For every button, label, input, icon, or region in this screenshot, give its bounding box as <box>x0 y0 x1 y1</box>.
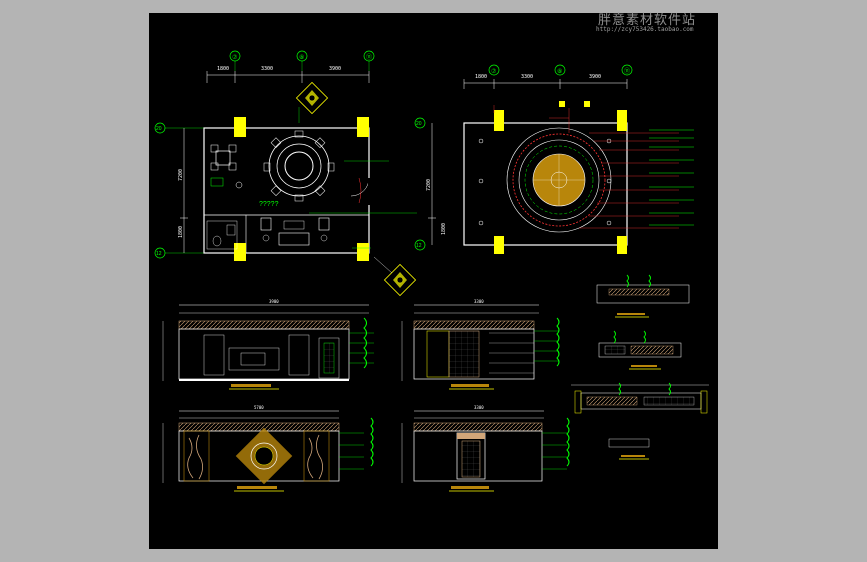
column <box>357 117 369 137</box>
elev-b-dim: 3300 <box>474 299 484 304</box>
ceiling-dim-2: 3300 <box>521 74 533 80</box>
elevation-d: 3300 <box>401 405 570 492</box>
elevation-b: 3300 <box>401 299 560 390</box>
watermark-title: 胖意素材软件站 <box>598 12 697 27</box>
floor-side-dim-1: 7200 <box>178 169 184 181</box>
ceiling-dim-3: 3900 <box>589 74 601 80</box>
ceiling-axis-3: ⑪ <box>624 67 630 75</box>
cad-drawing: 1800 3300 3900 ⑦ ⑧ ⑪ 20 12 7200 1800 <box>154 50 709 492</box>
elevation-c: 5700 <box>162 405 374 492</box>
floor-plan: 1800 3300 3900 ⑦ ⑧ ⑪ 20 12 7200 1800 <box>154 50 417 297</box>
floor-axis-left-2: 12 <box>156 251 162 257</box>
elev-a-dim: 3900 <box>269 299 279 304</box>
round-table <box>268 135 330 197</box>
ceiling-axis-left-2: 12 <box>416 243 422 249</box>
column <box>357 243 369 261</box>
floor-axis-3: ⑪ <box>366 53 372 61</box>
watermark-url: http://zcy753426.taobao.com <box>596 26 694 33</box>
floor-dim-1: 1800 <box>217 66 229 72</box>
drawing-sheet: 1800 3300 3900 ⑦ ⑧ ⑪ 20 12 7200 1800 <box>149 12 718 549</box>
floor-axis-left-1: 20 <box>156 126 162 132</box>
floor-dim-2: 3300 <box>261 66 273 72</box>
ceiling-axis-left-1: 20 <box>416 121 422 127</box>
ceiling-dim-1: 1800 <box>475 74 487 80</box>
floor-side-dim-2: 1800 <box>178 226 184 238</box>
ceiling-axis-2: ⑧ <box>557 68 562 75</box>
floor-dim-3: 3900 <box>329 66 341 72</box>
ceiling-side-dim-1: 7200 <box>426 179 432 191</box>
elev-d-dim: 3300 <box>474 405 484 410</box>
floor-axis-2: ⑧ <box>299 54 304 61</box>
diamond-plate-icon <box>295 81 329 115</box>
column <box>234 117 246 137</box>
floor-axis-1: ⑦ <box>232 54 238 61</box>
detail-sections <box>571 274 709 460</box>
ceiling-plan: 1800 3300 3900 ⑦ ⑧ ⑪ 20 12 7200 1800 <box>414 64 694 254</box>
ceiling-side-dim-2: 1800 <box>441 223 447 235</box>
diamond-plate-icon <box>383 263 417 297</box>
seating-label: ????? <box>259 201 279 208</box>
elev-c-dim: 5700 <box>254 405 264 410</box>
ceiling-axis-1: ⑦ <box>491 68 497 75</box>
elevation-a: 3900 <box>162 299 374 390</box>
column <box>234 243 246 261</box>
